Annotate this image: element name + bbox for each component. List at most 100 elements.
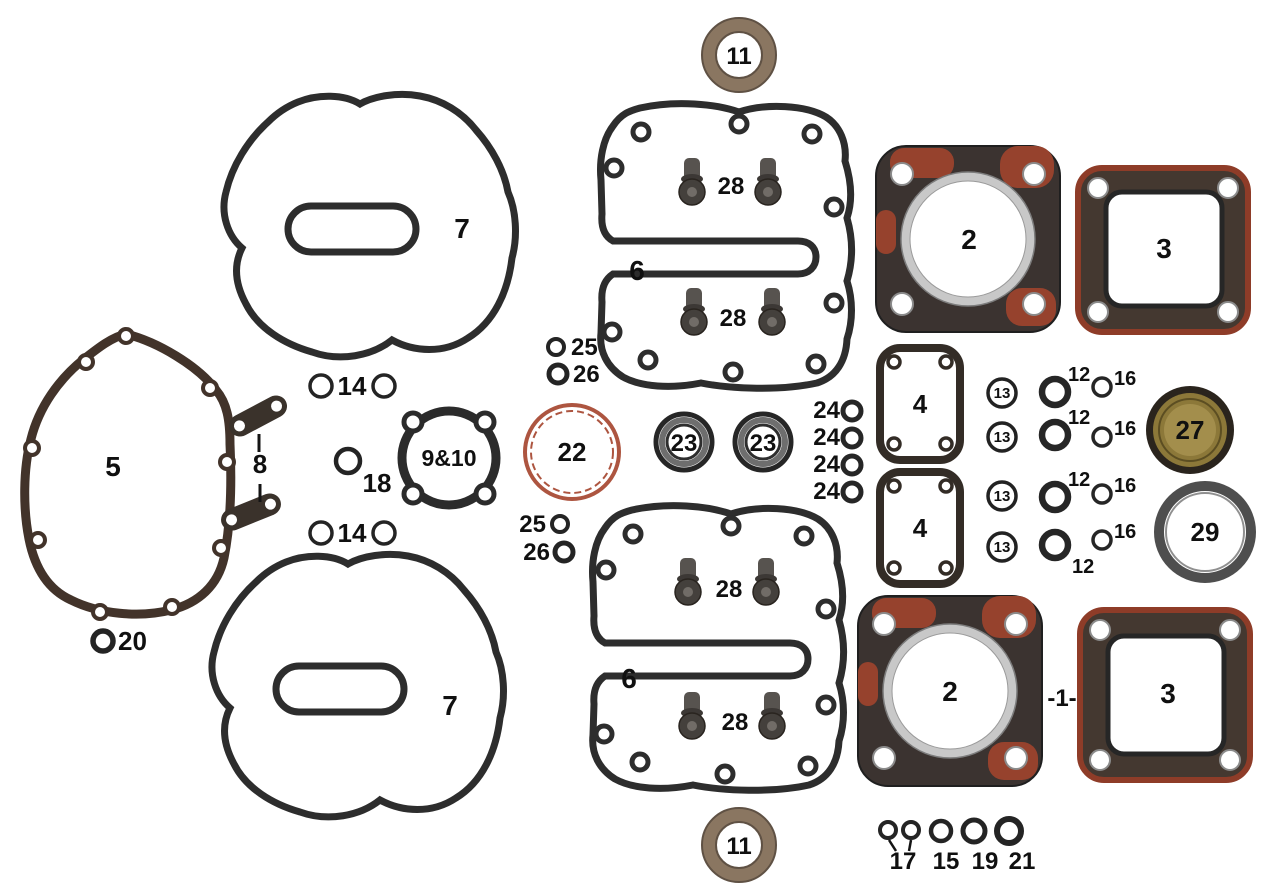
gasket-outline <box>601 104 852 389</box>
part-label-7-top: 7 <box>454 213 470 244</box>
valve-stem-seal <box>678 691 706 740</box>
bore-hole <box>891 632 1009 750</box>
part-label-3-bottom: 3 <box>1160 678 1176 709</box>
gasket-ring <box>397 406 501 510</box>
o-ring <box>1038 480 1072 514</box>
part-23-seal-right: 23 <box>732 411 794 473</box>
part-label-1: -1- <box>1047 685 1076 712</box>
seal-inner <box>665 423 703 461</box>
bushing-edge-outer <box>701 17 777 93</box>
link-gasket-lower <box>221 493 281 531</box>
part-label-5: 5 <box>105 451 121 482</box>
part-2-head-gasket-bottom: 2 <box>857 595 1043 787</box>
o-ring <box>1091 376 1113 398</box>
bolt-holes <box>1089 619 1241 771</box>
part-label-15: 15 <box>933 848 960 875</box>
o-ring <box>901 820 921 840</box>
part-label-13-4: 13 <box>994 539 1011 556</box>
seal-outer <box>732 411 794 473</box>
bolt-holes <box>23 327 236 621</box>
bushing-edge-inner <box>715 31 763 79</box>
part-14-washers-bottom: 14 <box>308 518 397 548</box>
part-label-28-3: 28 <box>716 576 743 603</box>
bolt-holes <box>886 478 954 576</box>
part-label-13-2: 13 <box>994 429 1011 446</box>
part-17-15-19-21-orings: 17 15 19 21 <box>878 816 1036 875</box>
bushing-body <box>702 808 776 882</box>
bore-opening <box>1105 633 1227 757</box>
bore-opening <box>1103 189 1225 309</box>
o-ring <box>840 453 864 477</box>
o-ring <box>1091 426 1113 448</box>
part-label-11-top: 11 <box>726 43 751 70</box>
o-ring <box>90 628 116 654</box>
part-label-25-upper: 25 <box>571 334 598 361</box>
part-5-cam-cover-gasket: 5 <box>20 327 236 621</box>
washer <box>986 531 1018 563</box>
part-label-16-2: 16 <box>1114 418 1136 440</box>
part-label-16-4: 16 <box>1114 521 1136 543</box>
o-ring <box>840 426 864 450</box>
o-ring <box>1091 483 1113 505</box>
o-ring <box>333 446 363 476</box>
part-label-6-bottom: 6 <box>621 663 637 694</box>
part-29-oring: 29 <box>1154 481 1256 583</box>
part-9-10-cover-gasket: 9&10 <box>397 406 501 510</box>
part-label-24-2: 24 <box>813 424 840 451</box>
part-label-12-1: 12 <box>1068 364 1090 386</box>
washer <box>308 373 334 399</box>
part-2-head-gasket-top: 2 <box>875 145 1061 333</box>
seal-spring-ring <box>1158 398 1222 462</box>
part-18-oring: 18 <box>333 446 392 498</box>
part-13-washers: 13 13 13 13 <box>986 377 1018 563</box>
part-3-base-gasket-bottom: 3 <box>1077 607 1253 783</box>
part-3-base-gasket-top: 3 <box>1075 165 1251 335</box>
part-label-2-bottom: 2 <box>942 676 958 707</box>
o-ring <box>928 818 954 844</box>
part-label-29: 29 <box>1191 517 1220 547</box>
seal-center <box>1164 404 1216 456</box>
part-label-28-4: 28 <box>722 709 749 736</box>
valve-stem-seal <box>678 157 706 206</box>
part-label-2-top: 2 <box>961 224 977 255</box>
seal-outer <box>653 411 715 473</box>
gasket-outline <box>212 554 504 816</box>
part-8-breather-gaskets: 8 <box>221 395 288 531</box>
part-label-8: 8 <box>253 449 267 479</box>
part-label-28-1: 28 <box>718 173 745 200</box>
seal-mid <box>738 417 788 467</box>
gasket-outline <box>593 506 844 791</box>
washer <box>986 377 1018 409</box>
valve-stem-seal <box>752 557 780 606</box>
valve-stem-seal <box>754 157 782 206</box>
part-label-13-3: 13 <box>994 488 1011 505</box>
part-25-26-lower: 25 26 <box>519 511 576 566</box>
link-gasket-upper <box>228 395 288 437</box>
part-14-washers-top: 14 <box>308 371 397 401</box>
part-label-16-3: 16 <box>1114 475 1136 497</box>
o-ring <box>840 480 864 504</box>
part-11-bushing-top: 11 <box>701 17 777 93</box>
part-22-oring-red: 22 <box>523 403 621 501</box>
o-ring <box>550 514 570 534</box>
part-label-14-bottom: 14 <box>338 518 367 548</box>
part-label-6-top: 6 <box>629 255 645 286</box>
part-label-20: 20 <box>118 626 147 656</box>
part-label-21: 21 <box>1009 848 1036 875</box>
part-label-14-top: 14 <box>338 371 367 401</box>
bushing-edge-inner <box>715 821 763 869</box>
valve-stem-seal <box>680 287 708 336</box>
part-4-gasket-top: 4 <box>876 344 964 464</box>
gasket-outline <box>20 329 236 619</box>
part-label-18: 18 <box>363 468 392 498</box>
washer <box>986 421 1018 453</box>
pointer-line <box>907 839 913 852</box>
part-label-12-4: 12 <box>1072 556 1094 578</box>
part-23-seal-left: 23 <box>653 411 715 473</box>
gasket-outline <box>224 94 516 356</box>
part-label-4-top: 4 <box>913 389 928 419</box>
part-16-orings: 16 16 16 16 <box>1091 368 1136 551</box>
o-ring <box>1038 528 1072 562</box>
